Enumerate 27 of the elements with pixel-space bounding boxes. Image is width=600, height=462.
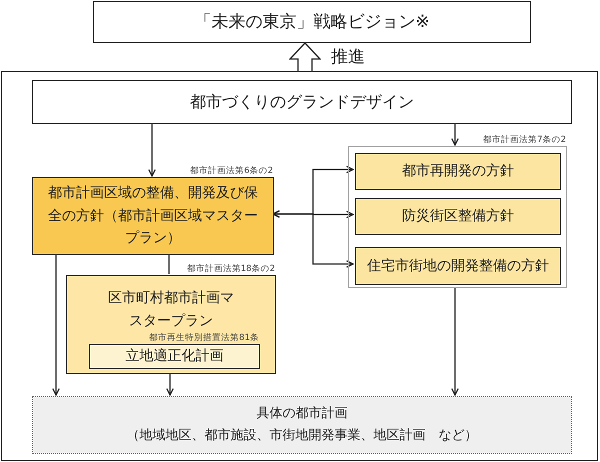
arrow xyxy=(166,373,174,396)
box-label: 防災街区整備方針 xyxy=(402,207,514,226)
process-box xyxy=(355,247,561,285)
box-label: 区市町村都市計画マスタープラン xyxy=(107,289,235,330)
box-label: 都市づくりのグランドデザイン xyxy=(190,92,414,112)
box-sublabel: （地域地区、都市施設、市街地開発事業、地区計画 など） xyxy=(126,428,478,444)
box-label: 立地適正化計画 xyxy=(126,347,224,366)
arrow xyxy=(272,210,354,268)
law-reference: 都市計画法第7条の2 xyxy=(483,134,566,146)
law-reference: 都市再生特別措置法第81条 xyxy=(149,332,259,344)
box-label: 住宅市街地の開発整備の方針 xyxy=(367,256,549,276)
box-label: 具体の都市計画 xyxy=(256,406,348,422)
box-label: 都市再開発の方針 xyxy=(402,162,514,181)
frame xyxy=(1,71,598,461)
title-box xyxy=(93,1,531,43)
arrow xyxy=(451,287,459,396)
process-box xyxy=(355,198,561,235)
process-box xyxy=(32,80,572,124)
law-reference: 都市計画法第6条の2 xyxy=(190,165,273,177)
box-label: 「未来の東京」戦略ビジョン※ xyxy=(194,10,430,34)
process-box xyxy=(355,153,561,190)
arrow xyxy=(451,123,459,146)
law-reference: 都市計画法第18条の2 xyxy=(186,263,275,275)
arrow xyxy=(52,254,60,396)
box-label: 都市計画区域の整備、開発及び保全の方針（都市計画区域マスタープラン） xyxy=(47,184,259,248)
arrow xyxy=(148,123,156,177)
process-box xyxy=(32,396,572,454)
